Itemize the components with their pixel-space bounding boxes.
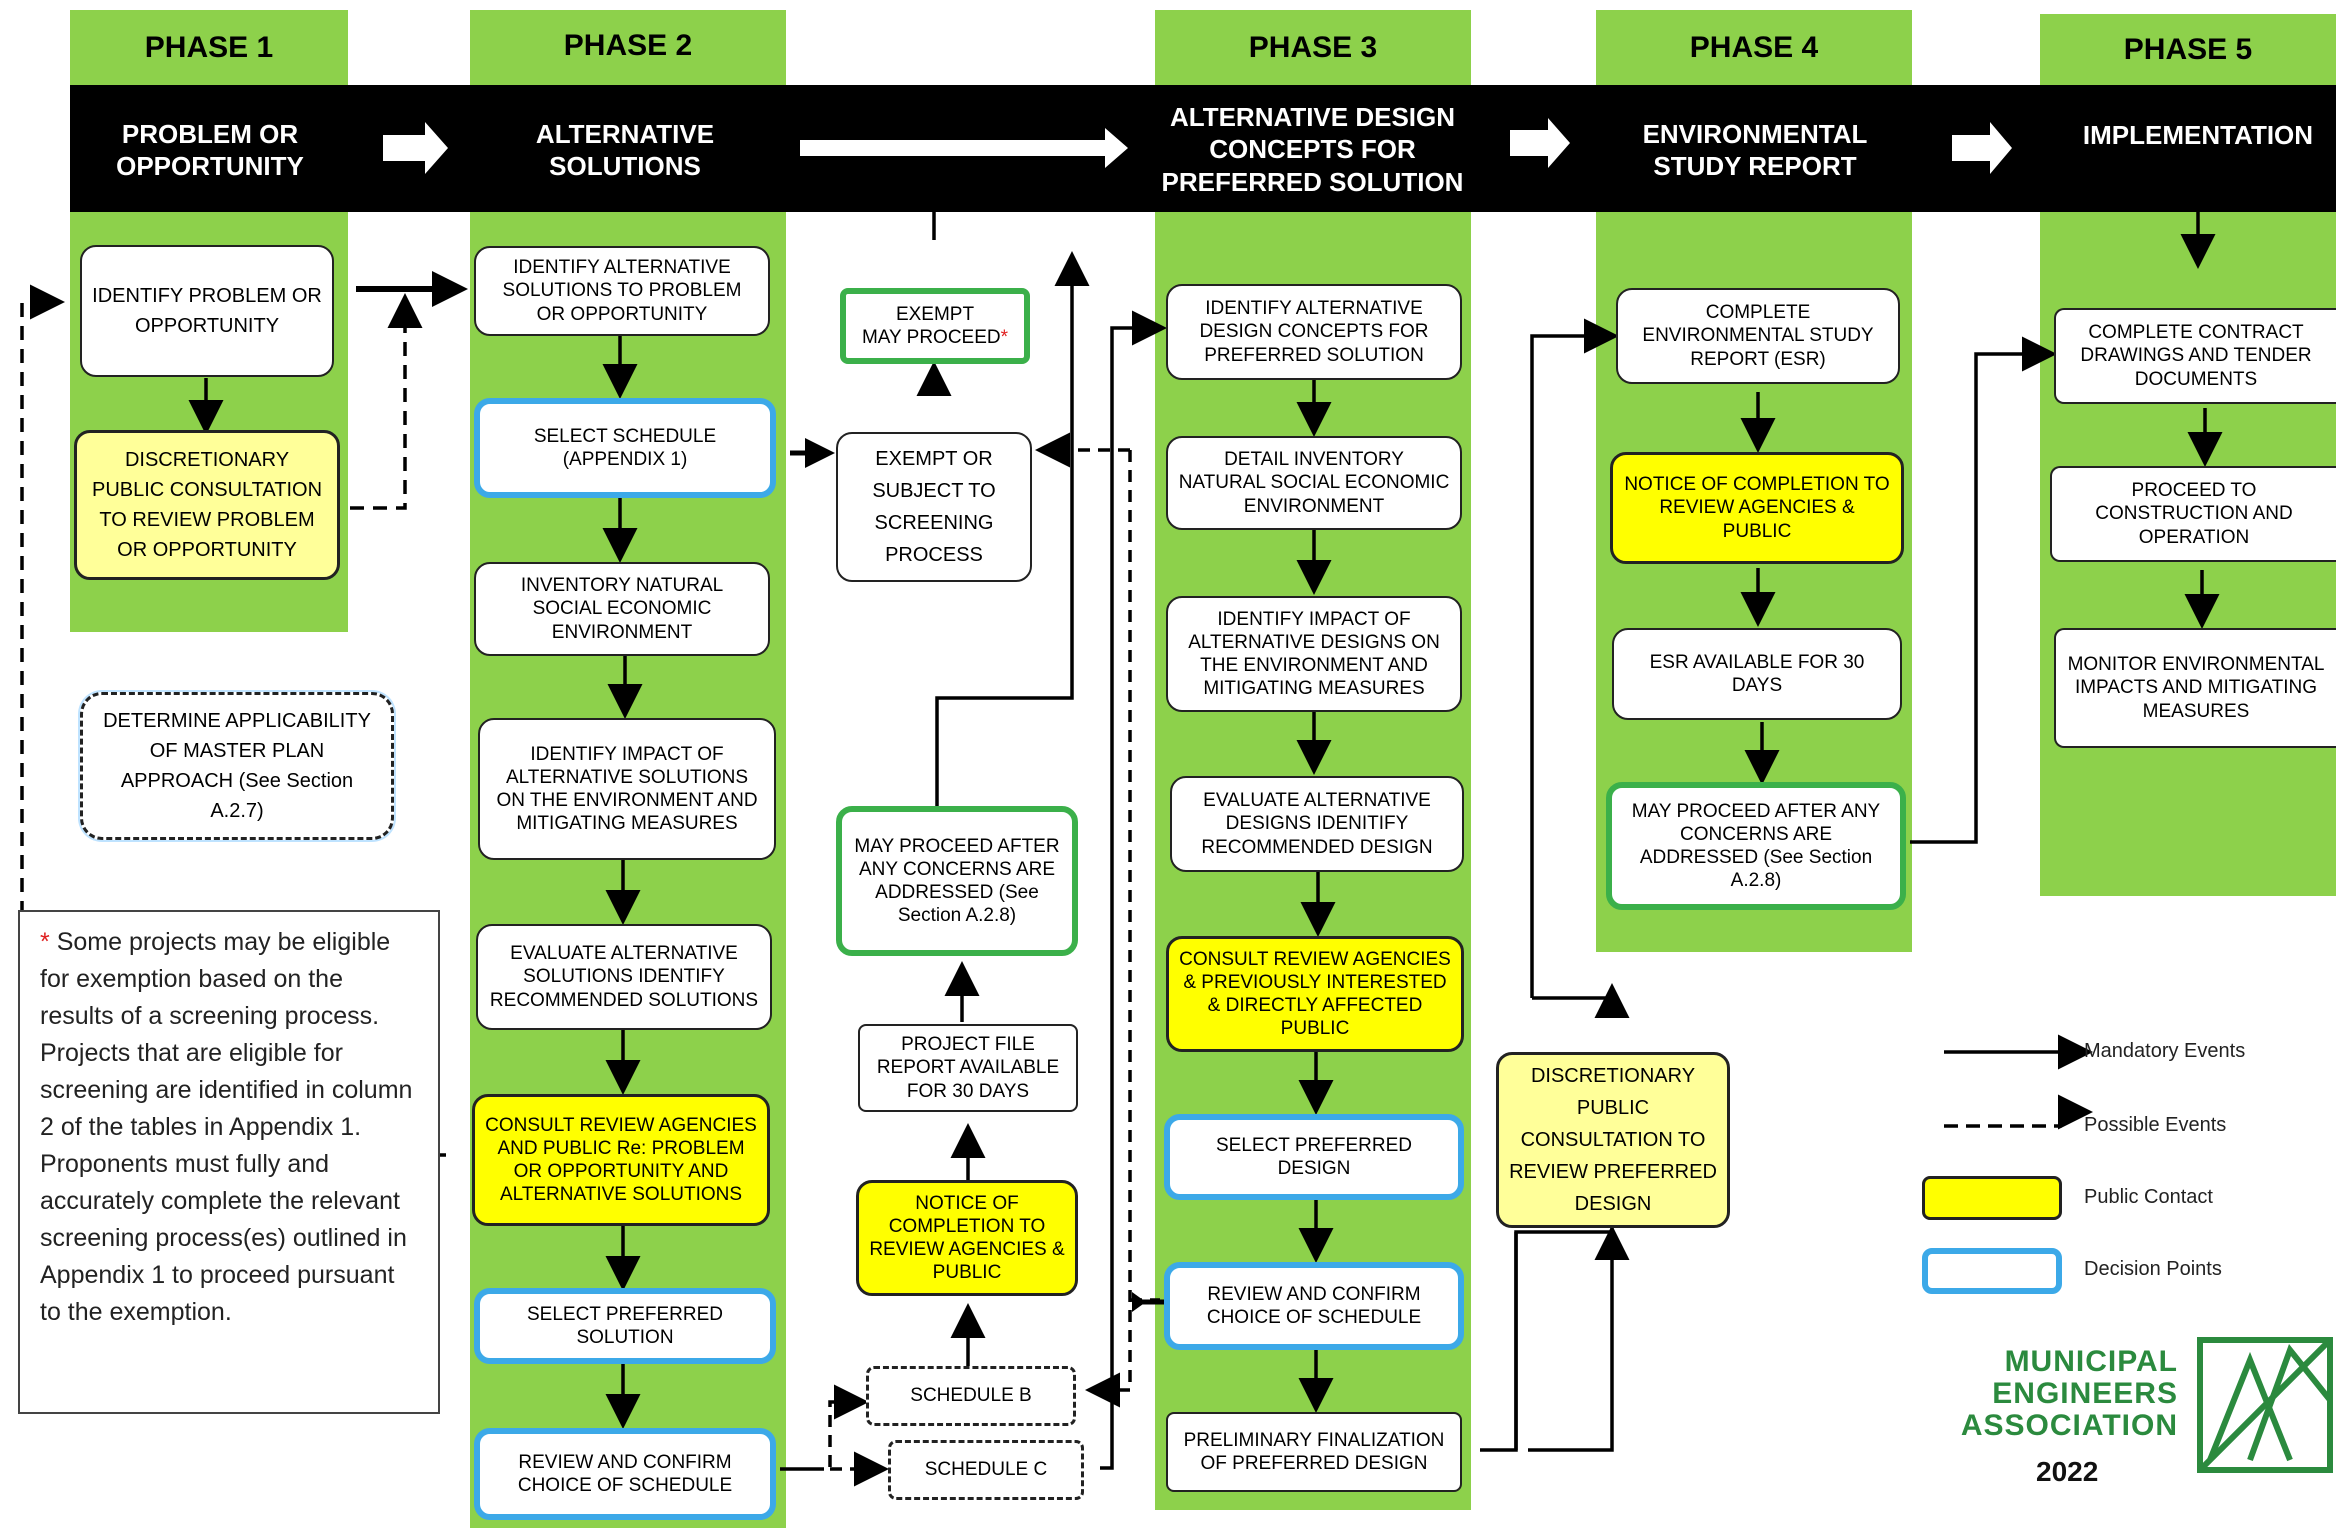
banner-arrows bbox=[383, 118, 2012, 174]
phase4-banner: ENVIRONMENTAL STUDY REPORT bbox=[1642, 118, 1868, 182]
review-confirm-schedule-phase3-box: REVIEW AND CONFIRM CHOICE OF SCHEDULE bbox=[1164, 1262, 1464, 1350]
legend-possible-label: Possible Events bbox=[2084, 1114, 2227, 1136]
project-file-report-box: PROJECT FILE REPORT AVAILABLE FOR 30 DAY… bbox=[858, 1024, 1078, 1112]
select-schedule-box: SELECT SCHEDULE (APPENDIX 1) bbox=[474, 398, 776, 498]
select-preferred-design-box: SELECT PREFERRED DESIGN bbox=[1164, 1114, 1464, 1200]
detail-inventory-box: DETAIL INVENTORY NATURAL SOCIAL ECONOMIC… bbox=[1166, 436, 1462, 530]
notice-completion-esr-box: NOTICE OF COMPLETION TO REVIEW AGENCIES … bbox=[1610, 452, 1904, 564]
identify-impact-solutions-box: IDENTIFY IMPACT OF ALTERNATIVE SOLUTIONS… bbox=[478, 718, 776, 860]
mea-line1: MUNICIPAL bbox=[2004, 1345, 2178, 1378]
footnote-asterisk: * bbox=[40, 928, 50, 956]
phase2-title: PHASE 2 bbox=[470, 18, 786, 74]
exempt-or-screening-box: EXEMPT OR SUBJECT TO SCREENING PROCESS bbox=[836, 432, 1032, 582]
legend-decision-swatch bbox=[1922, 1248, 2062, 1294]
phase4-title: PHASE 4 bbox=[1596, 20, 1912, 76]
identify-alternative-solutions-box: IDENTIFY ALTERNATIVE SOLUTIONS TO PROBLE… bbox=[474, 246, 770, 336]
discretionary-consultation-design-box: DISCRETIONARY PUBLIC CONSULTATION TO REV… bbox=[1496, 1052, 1730, 1228]
mea-logo-text: MUNICIPAL ENGINEERS ASSOCIATION bbox=[1910, 1346, 2178, 1442]
notice-completion-phase2-box: NOTICE OF COMPLETION TO REVIEW AGENCIES … bbox=[856, 1180, 1078, 1296]
exempt-box: EXEMPT MAY PROCEED* bbox=[840, 288, 1030, 364]
evaluate-solutions-box: EVALUATE ALTERNATIVE SOLUTIONS IDENTIFY … bbox=[476, 924, 772, 1030]
schedule-c-box: SCHEDULE C bbox=[888, 1440, 1084, 1500]
phase2-banner: ALTERNATIVE SOLUTIONS bbox=[535, 118, 715, 182]
evaluate-designs-box: EVALUATE ALTERNATIVE DESIGNS IDENITIFY R… bbox=[1170, 776, 1464, 872]
mea-line3: ASSOCIATION bbox=[1960, 1409, 2178, 1442]
master-plan-box: DETERMINE APPLICABILITY OF MASTER PLAN A… bbox=[80, 692, 394, 840]
phase1-banner: PROBLEM OR OPPORTUNITY bbox=[116, 118, 304, 182]
contract-drawings-box: COMPLETE CONTRACT DRAWINGS AND TENDER DO… bbox=[2054, 308, 2336, 404]
schedule-b-box: SCHEDULE B bbox=[866, 1366, 1076, 1426]
preliminary-finalization-box: PRELIMINARY FINALIZATION OF PREFERRED DE… bbox=[1166, 1412, 1462, 1492]
legend-decision-label: Decision Points bbox=[2084, 1258, 2222, 1280]
exemption-footnote: * Some projects may be eligible for exem… bbox=[18, 910, 440, 1414]
identify-design-concepts-box: IDENTIFY ALTERNATIVE DESIGN CONCEPTS FOR… bbox=[1166, 284, 1462, 380]
consult-agencies-public-box: CONSULT REVIEW AGENCIES AND PUBLIC Re: P… bbox=[472, 1094, 770, 1226]
phase5-title: PHASE 5 bbox=[2040, 22, 2336, 78]
exempt-may-proceed: MAY PROCEED* bbox=[862, 326, 1008, 349]
exempt-asterisk: * bbox=[1000, 327, 1009, 348]
select-preferred-solution-box: SELECT PREFERRED SOLUTION bbox=[474, 1288, 776, 1364]
mea-year: 2022 bbox=[2036, 1456, 2099, 1487]
review-confirm-schedule-phase2-box: REVIEW AND CONFIRM CHOICE OF SCHEDULE bbox=[474, 1428, 776, 1520]
legend-public-contact-swatch bbox=[1922, 1176, 2062, 1220]
legend-public-label: Public Contact bbox=[2084, 1186, 2213, 1208]
phase3-banner: ALTERNATIVE DESIGN CONCEPTS FOR PREFERRE… bbox=[1161, 101, 1464, 197]
footnote-text: Some projects may be eligible for exempt… bbox=[40, 928, 413, 1326]
monitor-impacts-box: MONITOR ENVIRONMENTAL IMPACTS AND MITIGA… bbox=[2054, 628, 2336, 748]
identify-impact-designs-box: IDENTIFY IMPACT OF ALTERNATIVE DESIGNS O… bbox=[1166, 596, 1462, 712]
esr-available-box: ESR AVAILABLE FOR 30 DAYS bbox=[1612, 628, 1902, 720]
phase3-title: PHASE 3 bbox=[1155, 20, 1471, 76]
inventory-environment-box: INVENTORY NATURAL SOCIAL ECONOMIC ENVIRO… bbox=[474, 562, 770, 656]
exempt-label: EXEMPT bbox=[895, 303, 975, 325]
identify-problem-box: IDENTIFY PROBLEM OR OPPORTUNITY bbox=[80, 245, 334, 377]
proceed-construction-box: PROCEED TO CONSTRUCTION AND OPERATION bbox=[2050, 466, 2336, 562]
complete-esr-box: COMPLETE ENVIRONMENTAL STUDY REPORT (ESR… bbox=[1616, 288, 1900, 384]
may-proceed-phase2-box: MAY PROCEED AFTER ANY CONCERNS ARE ADDRE… bbox=[836, 806, 1078, 956]
mea-logo-mark bbox=[2197, 1337, 2333, 1473]
consult-previously-interested-box: CONSULT REVIEW AGENCIES & PREVIOUSLY INT… bbox=[1166, 936, 1464, 1052]
phase1-title: PHASE 1 bbox=[70, 20, 348, 76]
exempt-may-proceed-label: MAY PROCEED bbox=[861, 327, 1001, 348]
discretionary-consultation-box: DISCRETIONARY PUBLIC CONSULTATION TO REV… bbox=[74, 430, 340, 580]
may-proceed-esr-box: MAY PROCEED AFTER ANY CONCERNS ARE ADDRE… bbox=[1606, 782, 1906, 910]
mea-line2: ENGINEERS bbox=[1992, 1377, 2178, 1410]
legend-mandatory-label: Mandatory Events bbox=[2084, 1040, 2246, 1062]
phase5-banner: IMPLEMENTATION bbox=[2082, 119, 2314, 150]
